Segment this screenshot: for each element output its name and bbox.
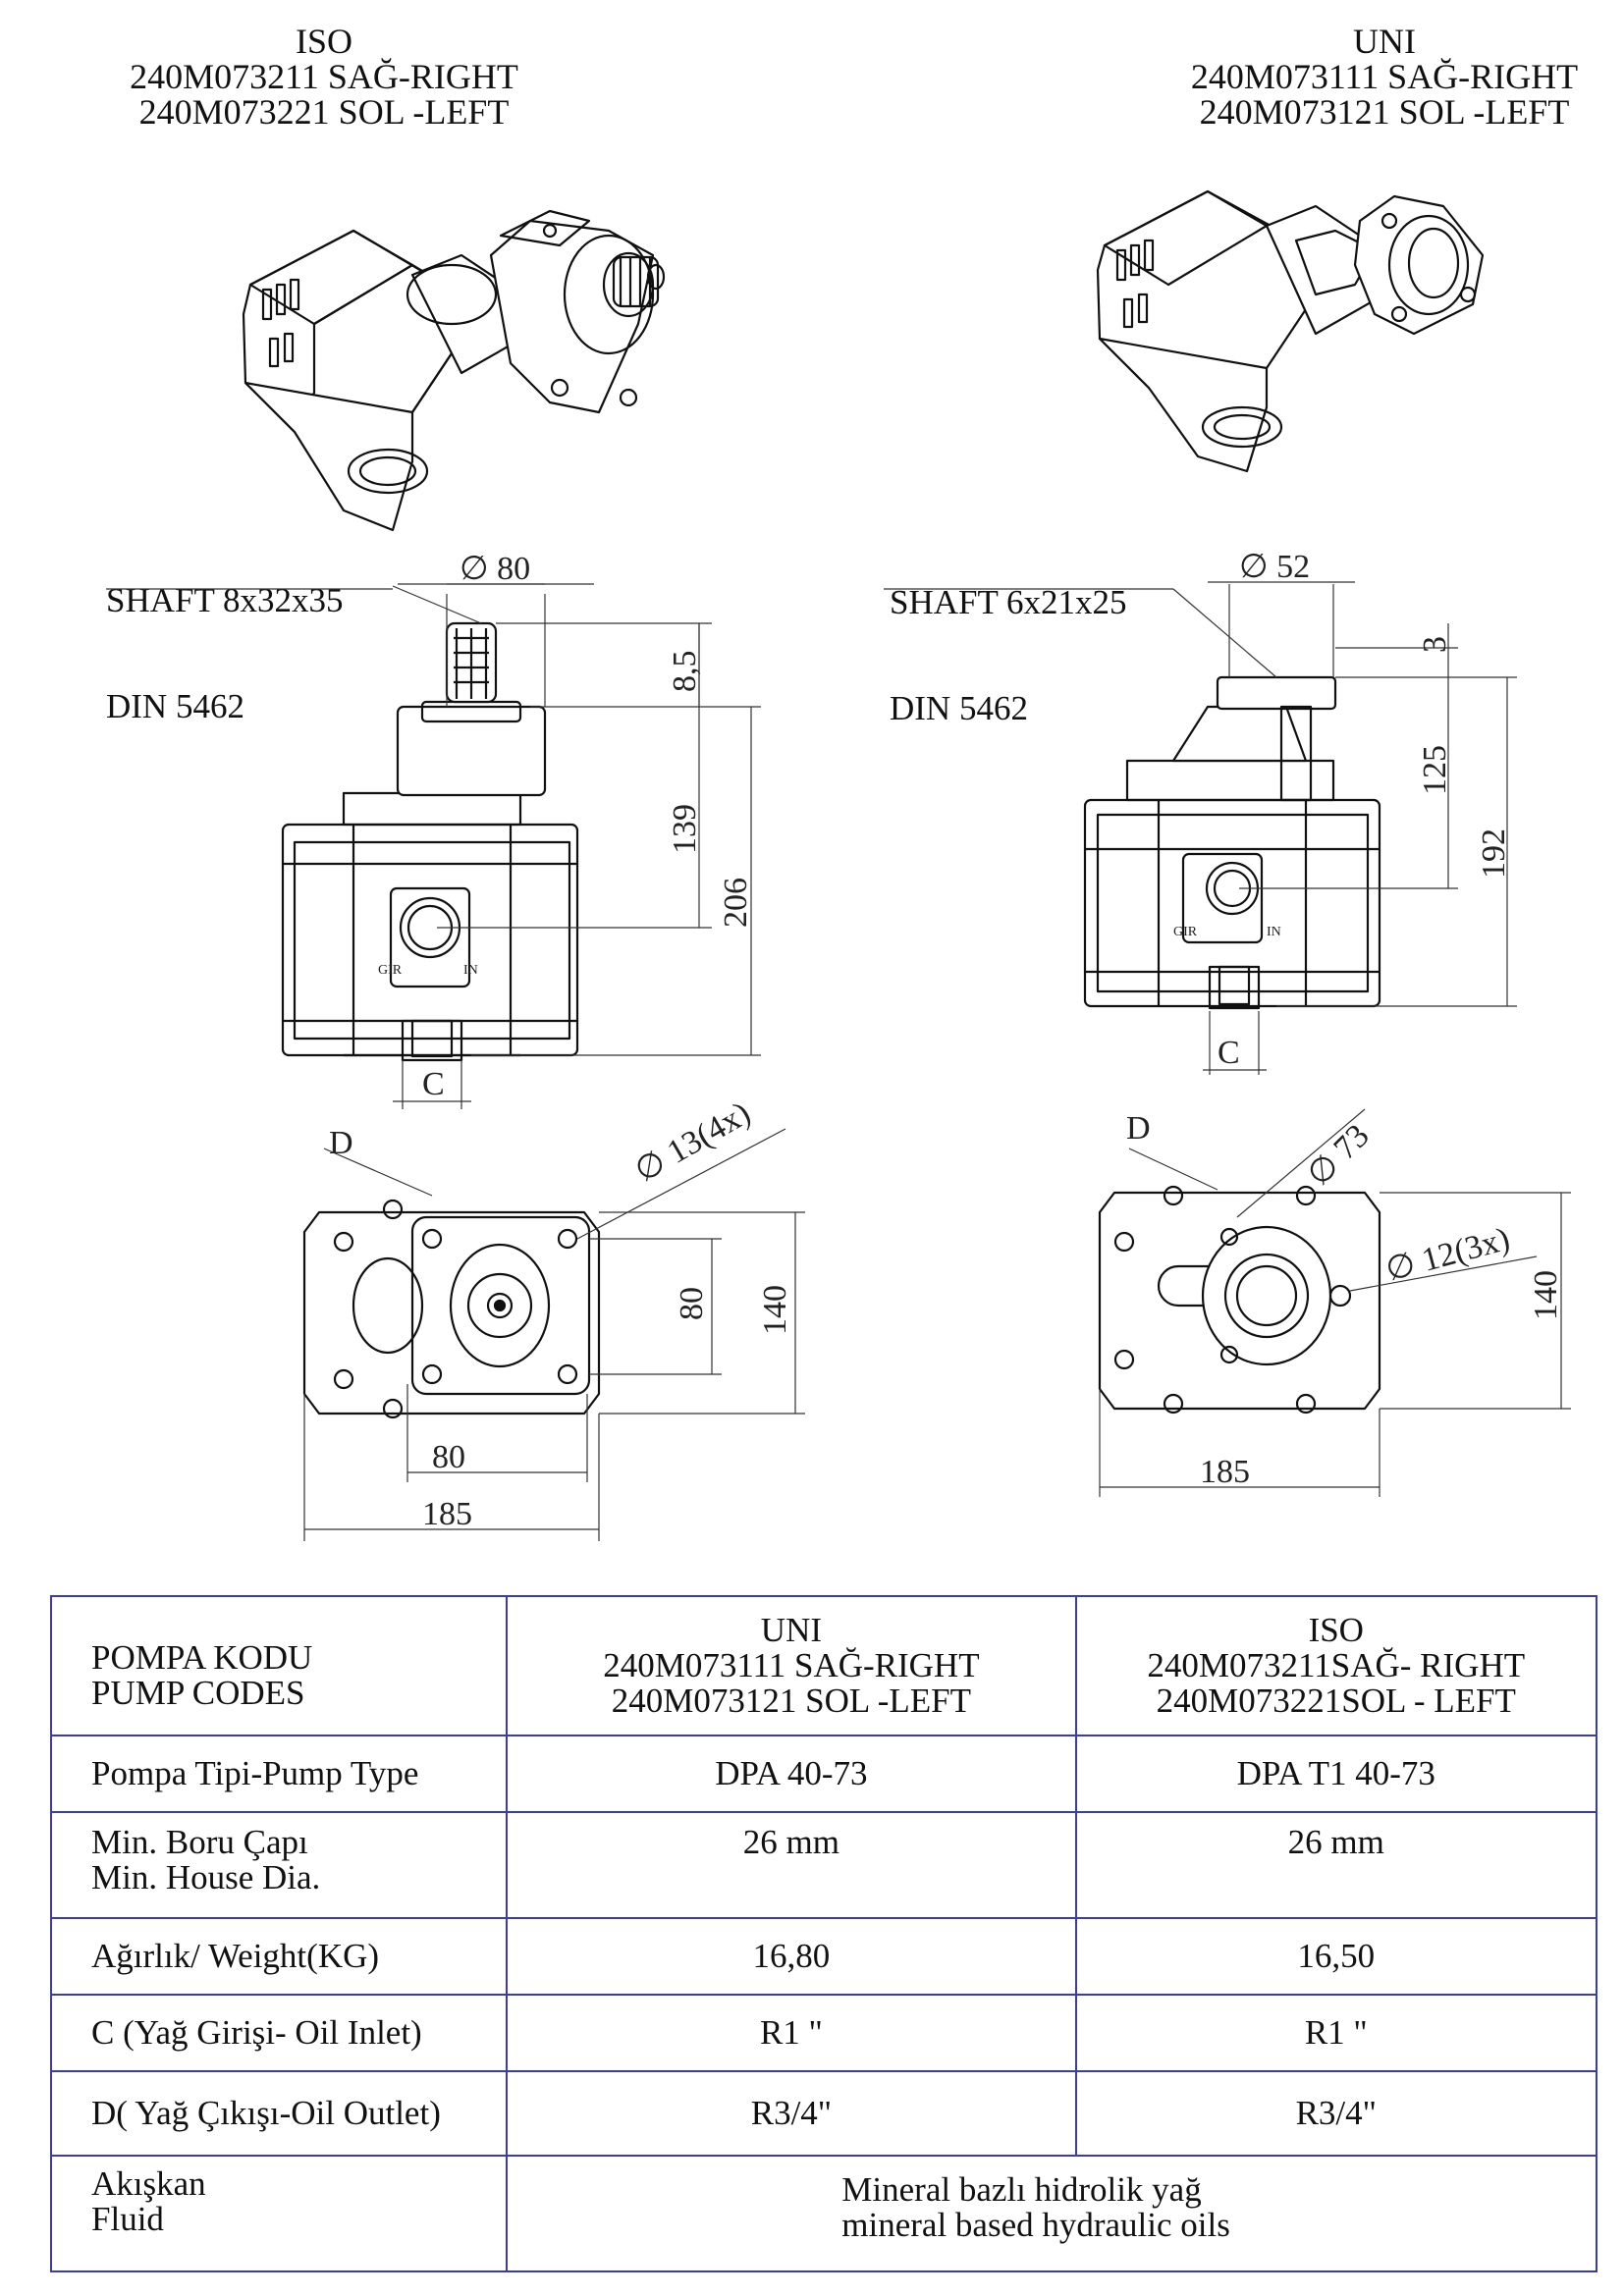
uni-bottom-view (1098, 1185, 1381, 1415)
iso-dim-height: 140 (757, 1285, 793, 1335)
uni-isometric-pump (1096, 189, 1485, 473)
iso-port-gir: GIR (378, 963, 403, 978)
table-row: C (Yağ Girişi- Oil Inlet) R1 " R1 " (49, 1994, 1598, 2072)
uni-header: UNI 240M073111 SAĞ-RIGHT 240M073121 SOL … (1139, 24, 1624, 130)
uni-port-gir: GIR (1173, 925, 1198, 939)
uni-dim-holes: ∅ 12(3x) (1381, 1221, 1513, 1289)
table-row: D( Yağ Çıkışı-Oil Outlet) R3/4" R3/4" (49, 2070, 1598, 2157)
iso-dim-holes: ∅ 13(4x) (629, 1095, 757, 1190)
fluid-label-en: Fluid (91, 2200, 164, 2238)
uni-codes-title: UNI (760, 1611, 823, 1649)
iso-value: DPA T1 40-73 (1074, 1735, 1598, 1813)
technical-drawing: ∅ 80 8,5 139 206 C D ∅ 13(4x) 80 140 80 … (106, 189, 1571, 1541)
uni-value: R1 " (506, 1994, 1077, 2072)
uni-dim-width: 185 (1200, 1454, 1250, 1490)
table-row: Pompa Tipi-Pump Type DPA 40-73 DPA T1 40… (49, 1735, 1598, 1813)
iso-dim-flange-dia: ∅ 80 (460, 551, 530, 587)
uni-value: R3/4" (506, 2070, 1077, 2157)
fluid-value: Mineral bazlı hidrolik yağ mineral based… (506, 2155, 1597, 2272)
uni-codes-left: 240M073121 SOL -LEFT (611, 1682, 971, 1720)
table-row: Ağırlık/ Weight(KG) 16,80 16,50 (49, 1917, 1598, 1996)
iso-codes-right: 240M073211SAĞ- RIGHT (1147, 1646, 1526, 1684)
uni-front-view (1083, 675, 1381, 1010)
uni-value: 16,80 (506, 1917, 1077, 1996)
iso-code-right: 240M073211 SAĞ-RIGHT (130, 57, 518, 96)
row-label: Min. Boru Çapı Min. House Dia. (49, 1811, 509, 1919)
uni-shaft-spec: SHAFT 6x21x25 (890, 583, 1127, 621)
iso-dim-bolt-h: 80 (432, 1439, 465, 1475)
uni-dim-shaft-len: 3 (1417, 636, 1453, 653)
iso-bottom-view (302, 1199, 601, 1419)
uni-dim-total-height: 192 (1476, 828, 1512, 879)
uni-shaft-label: SHAFT 6x21x25 DIN 5462 (890, 514, 1126, 762)
uni-dim-flange-dia: ∅ 52 (1239, 549, 1310, 585)
uni-dim-axis-height: 125 (1417, 745, 1453, 795)
uni-dim-outlet: D (1126, 1110, 1151, 1147)
uni-value: 26 mm (506, 1811, 1077, 1919)
iso-dim-bolt-v: 80 (674, 1287, 710, 1320)
row-label: C (Yağ Girişi- Oil Inlet) (49, 1994, 509, 2072)
uni-code-left: 240M073121 SOL -LEFT (1199, 92, 1570, 132)
iso-value: R1 " (1074, 1994, 1598, 2072)
iso-dim-axis-height: 139 (667, 804, 703, 854)
iso-codes-left: 240M073221SOL - LEFT (1156, 1682, 1516, 1720)
iso-codes-cell: ISO 240M073211SAĞ- RIGHT 240M073221SOL -… (1074, 1595, 1598, 1736)
fluid-value-tr: Mineral bazlı hidrolik yağ (841, 2170, 1202, 2209)
row-label-tr: Min. Boru Çapı (91, 1823, 308, 1861)
iso-value: 26 mm (1074, 1811, 1598, 1919)
row-label: Ağırlık/ Weight(KG) (49, 1917, 509, 1996)
iso-dim-inlet: C (422, 1066, 445, 1102)
fluid-value-en: mineral based hydraulic oils (841, 2206, 1230, 2244)
pump-codes-label: POMPA KODU PUMP CODES (49, 1595, 509, 1736)
row-label: Pompa Tipi-Pump Type (49, 1735, 509, 1813)
pump-codes-label-tr: POMPA KODU (91, 1638, 313, 1677)
table-header-row: POMPA KODU PUMP CODES UNI 240M073111 SAĞ… (49, 1595, 1598, 1736)
table-row: Min. Boru Çapı Min. House Dia. 26 mm 26 … (49, 1811, 1598, 1919)
spec-table: POMPA KODU PUMP CODES UNI 240M073111 SAĞ… (49, 1595, 1598, 2272)
pump-codes-label-en: PUMP CODES (91, 1674, 305, 1712)
iso-port-in: IN (463, 963, 478, 978)
iso-value: R3/4" (1074, 2070, 1598, 2157)
iso-dim-total-height: 206 (718, 878, 754, 928)
uni-dim-height: 140 (1528, 1270, 1564, 1320)
uni-codes-right: 240M073111 SAĞ-RIGHT (603, 1646, 980, 1684)
row-label: D( Yağ Çıkışı-Oil Outlet) (49, 2070, 509, 2157)
uni-title: UNI (1353, 22, 1416, 61)
fluid-label: Akışkan Fluid (49, 2155, 509, 2272)
iso-header: ISO 240M073211 SAĞ-RIGHT 240M073221 SOL … (79, 24, 569, 130)
uni-shaft-din: DIN 5462 (890, 689, 1028, 727)
iso-title: ISO (295, 22, 352, 61)
iso-value: 16,50 (1074, 1917, 1598, 1996)
iso-dim-shaft-len: 8,5 (667, 651, 703, 693)
uni-value: DPA 40-73 (506, 1735, 1077, 1813)
row-label-en: Min. House Dia. (91, 1858, 321, 1896)
iso-dim-outlet: D (329, 1125, 353, 1161)
iso-shaft-din: DIN 5462 (106, 687, 244, 725)
fluid-label-tr: Akışkan (91, 2164, 206, 2203)
iso-dim-width: 185 (422, 1496, 472, 1532)
iso-isometric-pump (242, 209, 666, 532)
iso-front-view (281, 621, 579, 1062)
uni-port-in: IN (1267, 925, 1281, 939)
table-row-fluid: Akışkan Fluid Mineral bazlı hidrolik yağ… (49, 2155, 1597, 2272)
iso-code-left: 240M073221 SOL -LEFT (138, 92, 510, 132)
uni-dim-flange-circle: ∅ 73 (1300, 1117, 1376, 1193)
uni-code-right: 240M073111 SAĞ-RIGHT (1190, 57, 1579, 96)
uni-codes-cell: UNI 240M073111 SAĞ-RIGHT 240M073121 SOL … (506, 1595, 1077, 1736)
iso-codes-title: ISO (1308, 1611, 1364, 1649)
uni-dim-inlet: C (1218, 1035, 1240, 1071)
